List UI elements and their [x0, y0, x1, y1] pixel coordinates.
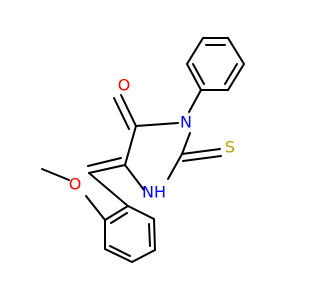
bond [88, 164, 126, 174]
bond [88, 172, 129, 207]
bond [227, 37, 245, 65]
bond [109, 245, 131, 257]
molecule-canvas: O N S NH O [41, 37, 245, 263]
bond [227, 63, 245, 91]
oxygen-methoxy-label: O [69, 175, 82, 194]
oxygen-carbonyl-label: O [118, 76, 131, 95]
bond [181, 148, 221, 155]
bond [104, 205, 129, 221]
bond [224, 63, 238, 85]
bond [131, 249, 156, 263]
bond [104, 248, 133, 263]
bond [120, 94, 137, 127]
bond [113, 97, 130, 130]
bond [127, 205, 155, 220]
bond [153, 218, 156, 251]
bond [110, 212, 128, 224]
nitrogen-h-label: NH [142, 183, 166, 202]
bond [148, 223, 151, 247]
bond [186, 37, 204, 65]
sulfur-label: S [225, 138, 235, 157]
bond [188, 89, 202, 113]
bond [41, 168, 70, 181]
bond-lines [41, 37, 245, 263]
bond [87, 157, 122, 167]
bond [85, 195, 106, 221]
structure-diagram: O N S NH O [41, 37, 245, 263]
bond [182, 155, 222, 162]
bond [135, 122, 179, 127]
bond [124, 164, 145, 191]
bond [167, 153, 183, 180]
bond [186, 63, 202, 91]
bond [192, 63, 205, 85]
nitrogen-phenyl-label: N [180, 113, 192, 132]
bond [124, 125, 137, 166]
bond [181, 132, 191, 155]
